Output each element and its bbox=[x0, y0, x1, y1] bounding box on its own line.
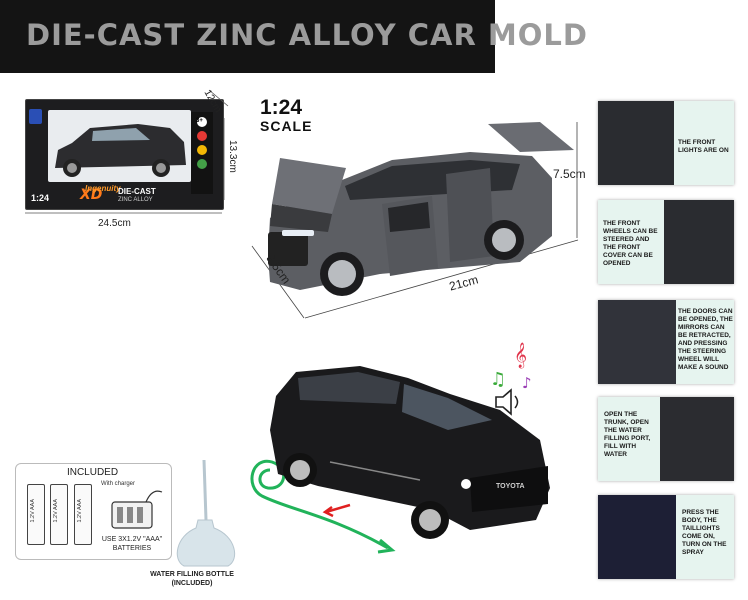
battery-icon: 1.2V AAA bbox=[50, 484, 68, 545]
music-note-green-icon: ♫ bbox=[490, 369, 506, 390]
feature-caption: THE FRONT WHEELS CAN BE STEERED AND THE … bbox=[603, 220, 658, 267]
banner-title: DIE-CAST ZINC ALLOY CAR MOLD bbox=[26, 18, 588, 52]
package-scale: 1:24 bbox=[31, 193, 50, 203]
package-brand-sub: ZINC ALLOY bbox=[118, 197, 153, 203]
sound-badge-icon bbox=[197, 145, 207, 155]
package-dim-width: 24.5cm bbox=[98, 218, 131, 229]
motion-swirl-icon bbox=[250, 459, 396, 554]
music-note-purple-icon: ♪ bbox=[522, 374, 532, 392]
model-dim-height: 7.5cm bbox=[553, 167, 586, 181]
pull-back-arrow-icon bbox=[322, 503, 351, 518]
scale-word: SCALE bbox=[260, 118, 313, 134]
package-brand-script: Ingenuity bbox=[85, 184, 121, 193]
title-banner bbox=[0, 0, 495, 73]
charger-icon bbox=[111, 490, 163, 529]
speaker-icon bbox=[495, 388, 519, 416]
feature-panel-trunk: OPEN THE TRUNK, OPEN THE WATER FILLING P… bbox=[598, 397, 734, 481]
sound-icons: 𝄞 ♫ ♪ bbox=[490, 342, 532, 416]
scale-number: 1:24 bbox=[260, 96, 303, 119]
feature-panel-steering: THE FRONT WHEELS CAN BE STEERED AND THE … bbox=[598, 200, 734, 284]
included-title: INCLUDED bbox=[66, 467, 119, 478]
light-badge-icon bbox=[197, 131, 207, 141]
age-badge bbox=[197, 117, 207, 127]
feature-caption: PRESS THE BODY, THE TAILLIGHTS COME ON, … bbox=[682, 509, 727, 556]
black-car-icon: TOYOTA bbox=[270, 366, 550, 539]
charger-label: With charger bbox=[101, 481, 136, 487]
water-bottle-icon bbox=[176, 459, 236, 567]
feature-photo bbox=[598, 101, 674, 185]
feature-panel-doors: THE DOORS CAN BE OPENED, THE MIRRORS CAN… bbox=[598, 300, 734, 384]
pullback-badge-icon bbox=[197, 159, 207, 169]
package-brand-title: DIE-CAST bbox=[118, 187, 156, 196]
feature-photo bbox=[660, 397, 734, 481]
package-logo-icon bbox=[29, 109, 42, 124]
battery-icon: 1.2V AAA bbox=[27, 484, 45, 545]
feature-panel-lights: THE FRONT LIGHTS ARE ON bbox=[598, 101, 734, 185]
battery-icon: 1.2V AAA bbox=[74, 484, 92, 545]
grey-car-icon bbox=[268, 122, 574, 296]
feature-photo bbox=[598, 300, 676, 384]
feature-photo bbox=[664, 200, 734, 284]
feature-photo bbox=[598, 495, 676, 579]
feature-panel-spray: PRESS THE BODY, THE TAILLIGHTS COME ON, … bbox=[598, 495, 734, 579]
package-car-icon bbox=[55, 124, 186, 177]
music-note-red-icon: 𝄞 bbox=[514, 342, 527, 368]
water-bottle-label: WATER FILLING BOTTLE (INCLUDED) bbox=[150, 571, 234, 587]
feature-caption: OPEN THE TRUNK, OPEN THE WATER FILLING P… bbox=[604, 411, 651, 458]
feature-caption: THE DOORS CAN BE OPENED, THE MIRRORS CAN… bbox=[678, 308, 733, 371]
battery-note: USE 3X1.2V "AAA" BATTERIES bbox=[101, 536, 163, 552]
grille-badge: TOYOTA bbox=[496, 483, 525, 490]
feature-caption: THE FRONT LIGHTS ARE ON bbox=[678, 139, 729, 154]
xd-logo: XD bbox=[79, 187, 102, 203]
age-badge-text: 3+ bbox=[196, 118, 203, 124]
